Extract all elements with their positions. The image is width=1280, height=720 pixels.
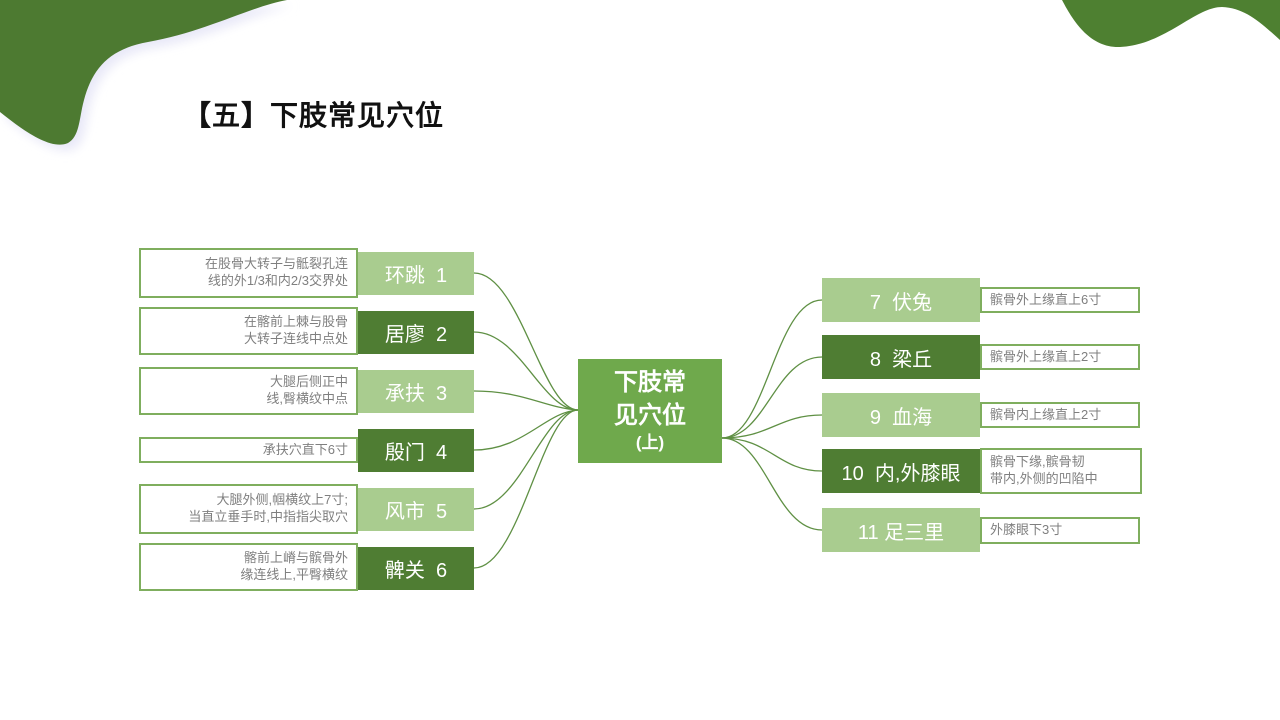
left-node-2: 居廖 2 <box>358 311 474 354</box>
center-node-line1: 下肢常 <box>614 369 686 397</box>
left-desc-3: 大腿后侧正中 线,臀横纹中点 <box>139 367 358 415</box>
right-desc-10: 髌骨下缘,髌骨韧 带内,外侧的凹陷中 <box>980 448 1142 494</box>
left-node-5: 风市 5 <box>358 488 474 531</box>
left-node-3: 承扶 3 <box>358 370 474 413</box>
left-node-6: 髀关 6 <box>358 547 474 590</box>
right-node-8: 8 梁丘 <box>822 335 980 379</box>
right-desc-8: 髌骨外上缘直上2寸 <box>980 344 1140 370</box>
center-node-line2: 见穴位 <box>614 401 686 429</box>
left-desc-2: 在髂前上棘与股骨 大转子连线中点处 <box>139 307 358 355</box>
right-desc-11: 外膝眼下3寸 <box>980 517 1140 544</box>
center-node: 下肢常 见穴位 (上) <box>578 359 722 463</box>
left-desc-5: 大腿外侧,帼横纹上7寸; 当直立垂手时,中指指尖取穴 <box>139 484 358 534</box>
right-node-10: 10 内,外膝眼 <box>822 449 980 493</box>
left-desc-1: 在股骨大转子与骶裂孔连 线的外1/3和内2/3交界处 <box>139 248 358 298</box>
slide-title: 【五】下肢常见穴位 <box>183 100 445 131</box>
left-desc-4: 承扶穴直下6寸 <box>139 437 358 463</box>
left-node-1: 环跳 1 <box>358 252 474 295</box>
right-node-11: 11 足三里 <box>822 508 980 552</box>
left-desc-6: 髂前上嵴与髌骨外 缘连线上,平臀横纹 <box>139 543 358 591</box>
right-desc-9: 髌骨内上缘直上2寸 <box>980 402 1140 428</box>
right-node-9: 9 血海 <box>822 393 980 437</box>
right-node-7: 7 伏兔 <box>822 278 980 322</box>
center-node-subtitle: (上) <box>635 432 665 452</box>
right-desc-7: 髌骨外上缘直上6寸 <box>980 287 1140 313</box>
left-node-4: 殷门 4 <box>358 429 474 472</box>
